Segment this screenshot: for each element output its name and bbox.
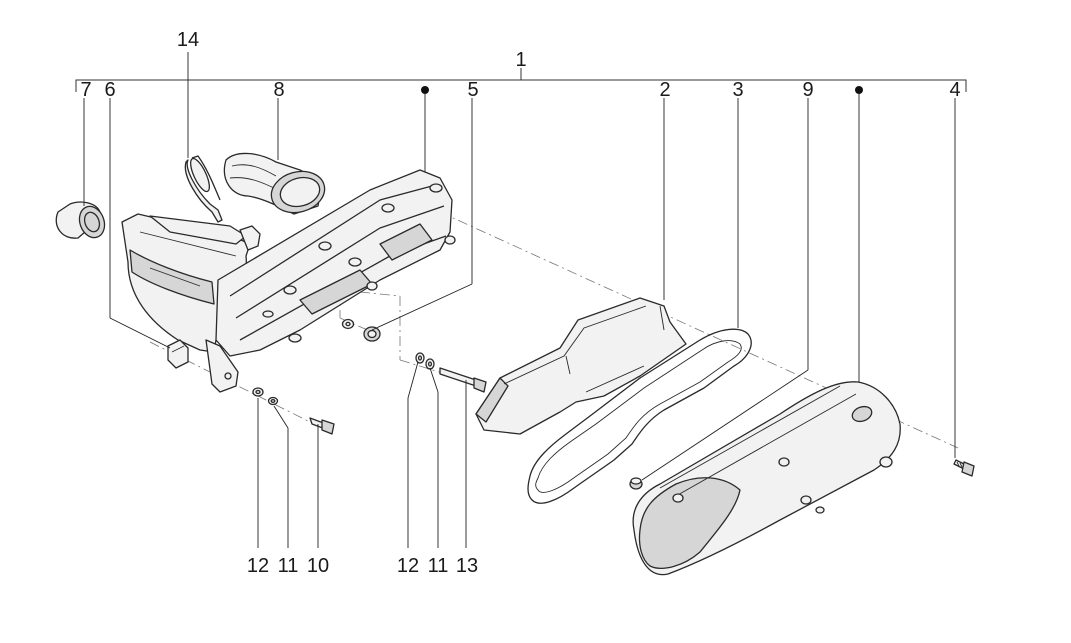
part-4-screw <box>953 459 975 477</box>
part-14-clamp <box>184 155 223 223</box>
callout-4: 4 <box>949 79 960 101</box>
callout-11-middle: 11 <box>428 555 449 577</box>
callout-6: 6 <box>104 79 115 101</box>
fasteners-left <box>252 387 335 435</box>
callout-5: 5 <box>467 79 478 101</box>
part-3-gasket <box>527 328 752 504</box>
air-box-housing <box>121 169 456 393</box>
washer-12-left <box>252 387 264 397</box>
callout-10: 10 <box>307 555 329 577</box>
callout-1: 1 <box>515 49 526 71</box>
callout-11-left: 11 <box>278 555 299 577</box>
callout-8: 8 <box>273 79 284 101</box>
callout-labels: 1 14 7 6 8 5 2 3 9 4 12 11 10 12 11 13 <box>80 29 960 577</box>
part-5-grommet <box>341 318 381 342</box>
callout-12-middle: 12 <box>397 555 419 577</box>
marker-dot-right <box>855 86 863 94</box>
part-6-clip <box>167 339 189 369</box>
part-9-plug <box>629 477 643 490</box>
air-filter-cover <box>632 381 901 576</box>
leader-lines <box>83 52 956 548</box>
callout-2: 2 <box>659 79 670 101</box>
callout-9: 9 <box>802 79 813 101</box>
callout-7: 7 <box>80 79 91 101</box>
marker-dot-left <box>421 86 429 94</box>
callout-12-left: 12 <box>247 555 269 577</box>
callout-13: 13 <box>456 555 478 577</box>
part-8-intake-duct <box>223 152 326 215</box>
part-7-elbow-boot <box>55 201 106 239</box>
assembly-bracket <box>75 68 967 94</box>
fasteners-middle <box>415 352 487 393</box>
washer-12-middle <box>415 352 425 364</box>
callout-14: 14 <box>177 29 199 51</box>
part-2-filter-element <box>475 297 687 435</box>
washer-11-left <box>267 396 279 406</box>
callout-3: 3 <box>732 79 743 101</box>
bolt-13 <box>439 367 477 387</box>
washer-11-middle <box>425 358 435 370</box>
